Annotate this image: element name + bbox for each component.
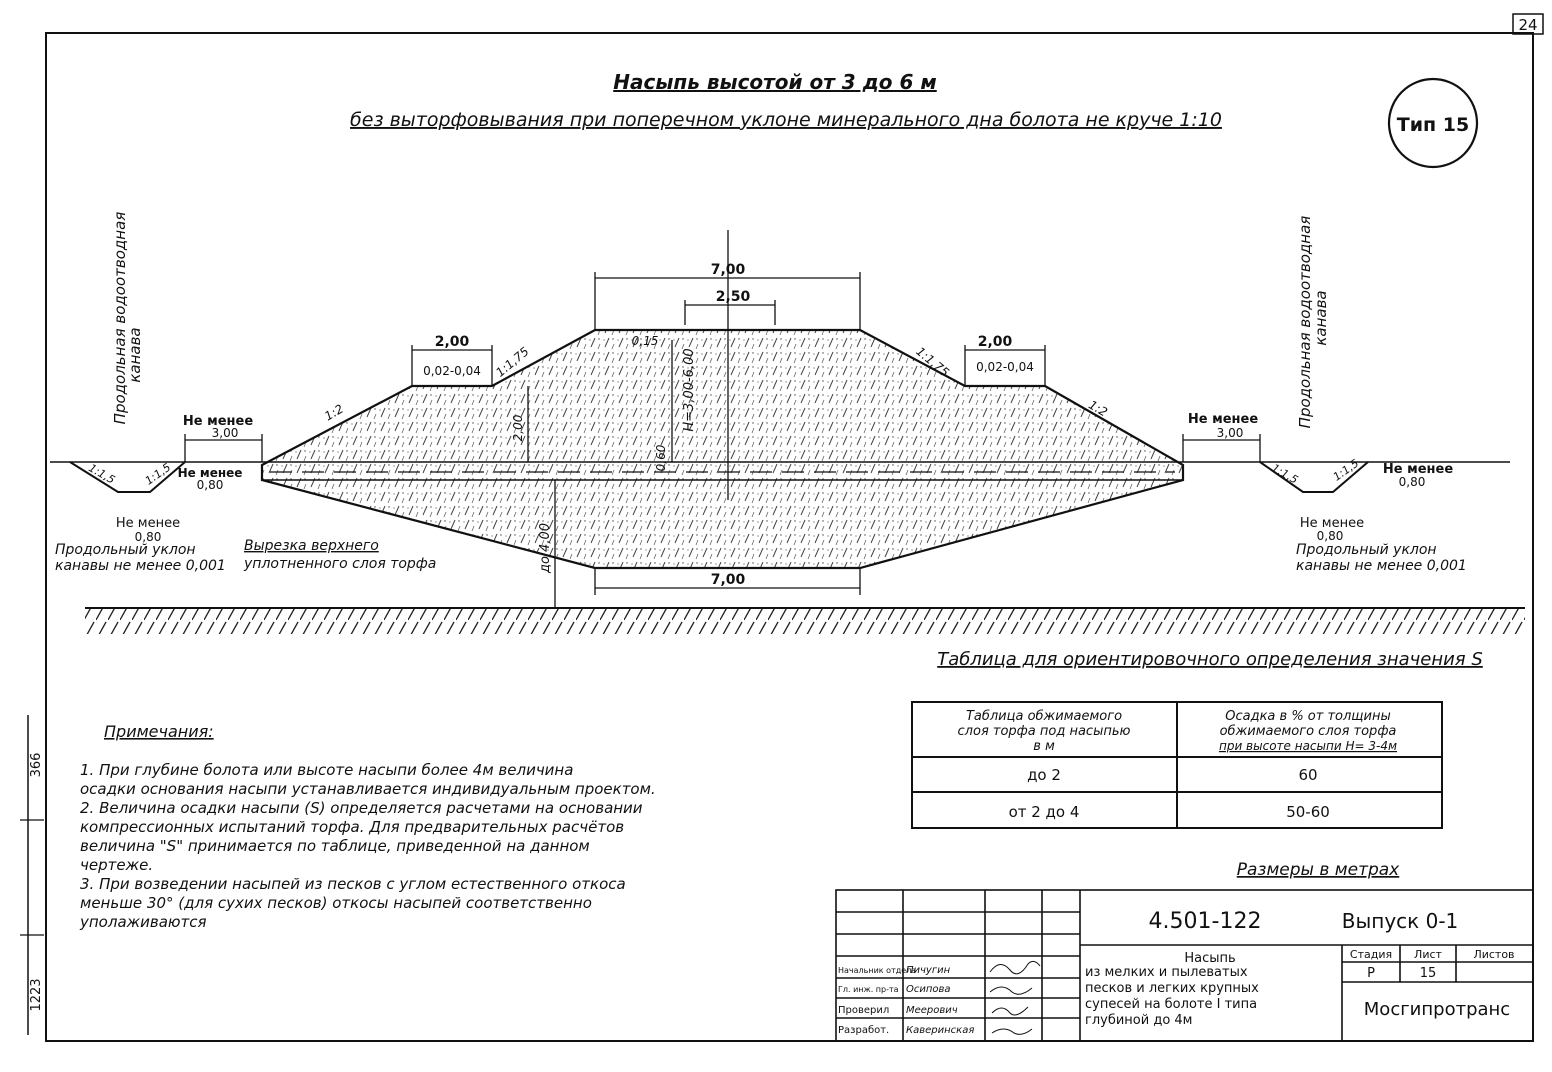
right-ditch-title-1: Продольная водоотводная [1296,216,1314,429]
title-block [835,889,1534,1042]
left-not-less-080: Не менее [178,466,243,480]
right-not-less-3: Не менее [1188,412,1258,427]
note-line: 3. При возведении насыпей из песков с уг… [80,875,626,893]
height-label: H=3,00-6,00 [682,348,697,431]
table-header-1a: Таблица обжимаемого [966,709,1122,724]
left-ditch-slope-b: 1:1,5 [143,461,174,488]
stage-value: Р [1367,966,1375,981]
ground-hatch [85,608,1525,634]
sheets-header: Листов [1473,948,1514,961]
page-subtitle: без выторфовывания при поперечном уклоне… [350,109,1222,131]
right-grade-1: Продольный уклон [1296,542,1437,558]
margin-label-bottom: 1223 [29,978,44,1011]
organization: Мосгипротранс [1364,999,1510,1020]
table-cell: 60 [1298,766,1317,784]
role-label: Начальник отдела [838,966,916,975]
left-grade-1: Продольный уклон [55,542,196,558]
doc-desc: из мелких и пылеватых [1085,965,1248,980]
right-berm-width: 2,00 [978,334,1013,350]
note-line: величина "S" принимается по таблице, при… [80,837,590,855]
right-ditch-slope-a: 1:1,5 [1269,461,1300,486]
peat-cut-1: Вырезка верхнего [244,538,379,554]
bottom-width: 7,00 [711,572,746,588]
table-cell: до 2 [1027,766,1061,784]
peat-cut-2: уплотненного слоя торфа [243,556,436,572]
left-berm-width: 2,00 [435,334,470,350]
signature-marks [989,960,1041,1035]
table-header-2c: при высоте насыпи H= 3-4м [1219,739,1397,753]
right-ditch-title-2: канава [1312,290,1330,345]
role-label: Разработ. [838,1025,889,1036]
doc-desc: песков и легких крупных [1085,981,1259,996]
sheet-header: Лист [1414,948,1442,961]
left-grade-2: канавы не менее 0,001 [55,558,226,574]
left-ditch-title-2: канава [126,327,144,382]
doc-code: 4.501-122 [1149,909,1262,934]
page-title: Насыпь высотой от 3 до 6 м [613,70,937,94]
right-min-080: 0,80 [1399,475,1426,489]
table-header-1c: в м [1033,739,1055,754]
role-label: Гл. инж. пр-та [838,985,899,994]
role-name: Меерович [906,1005,958,1016]
berm-height: 2,00 [511,414,525,441]
right-grade-2: канавы не менее 0,001 [1296,558,1467,574]
table-header-2a: Осадка в % от толщины [1225,709,1391,724]
sheet-frame [45,32,1534,1042]
role-name: Каверинская [906,1025,974,1036]
note-line: осадки основания насыпи устанавливается … [80,780,656,798]
left-min-3: 3,00 [212,426,239,440]
right-berm-slope: 0,02-0,04 [976,360,1034,374]
left-ditch [69,461,186,493]
left-berm-slope: 0,02-0,04 [423,364,481,378]
units-note: Размеры в метрах [1237,860,1400,880]
doc-desc: супесей на болоте I типа [1085,997,1257,1012]
note-line: 2. Величина осадки насыпи (S) определяет… [80,799,643,817]
type-badge: Тип 15 [1397,114,1469,136]
left-not-less-bottom: Не менее [116,516,180,531]
note-line: уполаживаются [79,913,207,931]
table-cell: 50-60 [1286,803,1330,821]
doc-issue: Выпуск 0-1 [1342,909,1459,933]
role-name: Осипова [906,984,951,995]
page-number-box [1512,13,1544,35]
dimension-lines [184,272,1261,608]
top-width: 7,00 [711,262,746,278]
table-cell: от 2 до 4 [1009,803,1080,821]
stage-header: Стадия [1350,948,1392,961]
right-not-less-bottom: Не менее [1300,516,1364,531]
page-number: 24 [1518,16,1537,34]
right-min-3: 3,00 [1217,426,1244,440]
right-ditch [1259,461,1369,493]
right-min-bottom: 0,80 [1317,529,1344,543]
table-header-1b: слоя торфа под насыпью [958,724,1131,739]
note-line: 1. При глубине болота или высоте насыпи … [80,761,573,779]
table-header-2b: обжимаемого слоя торфа [1220,724,1397,739]
left-not-less-3: Не менее [183,414,253,429]
right-not-less-080: Не менее [1383,462,1453,477]
sheet-value: 15 [1420,966,1437,981]
table-caption: Таблица для ориентировочного определения… [937,649,1483,670]
left-ditch-title-1: Продольная водоотводная [111,212,129,425]
left-min-bottom: 0,80 [135,530,162,544]
note-line: компрессионных испытаний торфа. Для пред… [80,818,624,836]
role-label: Проверил [838,1005,889,1016]
center-width: 2,50 [716,289,751,305]
crown-slope: 0,15 [632,334,659,348]
type-badge-circle [1387,77,1479,169]
slope-lower-left: 1:2 [322,402,346,424]
left-min-080: 0,80 [197,478,224,492]
role-name: Пичугин [906,965,951,976]
notes-heading: Примечания: [104,722,214,741]
settlement-table [911,701,1443,829]
note-line: чертеже. [80,856,153,874]
margin-label-top: 366 [29,753,44,778]
doc-desc: глубиной до 4м [1085,1013,1193,1028]
doc-desc: Насыпь [1184,951,1235,966]
right-ditch-slope-b: 1:1,5 [1331,457,1362,484]
note-line: меньше 30° (для сухих песков) откосы нас… [80,894,592,912]
depth-label: до 4,00 [538,523,553,574]
fill-height: 0,60 [654,444,668,471]
